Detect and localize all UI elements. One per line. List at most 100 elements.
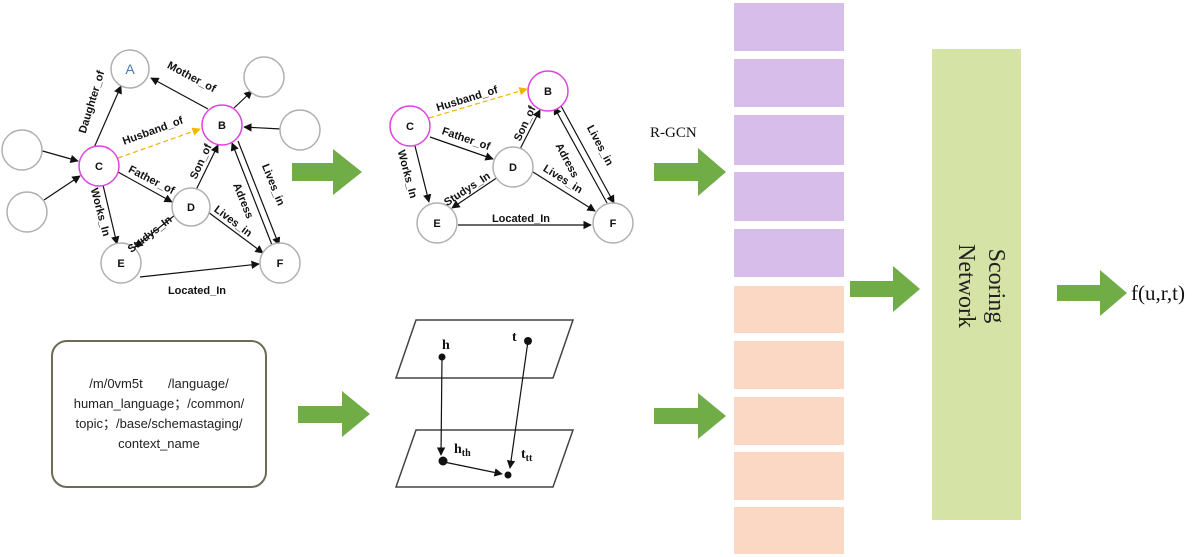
label-h-th: hth (454, 442, 471, 459)
context-embedding-block (734, 341, 844, 389)
g2-label-works-in: Works_In (395, 149, 419, 200)
node-f (259, 242, 301, 284)
g2-node-c (389, 105, 431, 147)
point-h-th (438, 456, 448, 466)
edge-unnamed-1-c (38, 149, 79, 163)
edge-located-in (139, 260, 260, 278)
context-line-1: /m/0vm5t /language/ (89, 376, 229, 391)
context-embedding-block (734, 397, 844, 445)
g2-node-b-label: B (544, 86, 552, 98)
green-arrow-3-icon (654, 393, 726, 439)
node-unnamed-left-2 (6, 191, 48, 233)
translation-projection-diagram: h t hth ttt (394, 319, 575, 488)
g2-label-son-of: Son_of (512, 104, 539, 143)
label-t-tt-sub: tt (526, 453, 533, 464)
label-daughter-of: Daughter_of (77, 69, 108, 135)
node-d-label: D (187, 202, 195, 214)
node-a-label: A (125, 61, 135, 77)
rgcn-label: R-GCN (650, 125, 697, 141)
g2-label-husband-of: Husband_of (435, 84, 500, 114)
scoring-network-label: Scoring Network (953, 244, 1009, 328)
node-b (201, 104, 243, 146)
edge-adress (230, 142, 273, 246)
g2-edge-father-of (429, 136, 494, 161)
g2-node-d-label: D (509, 162, 517, 174)
edge-daughter-of (92, 85, 122, 151)
label-t-tt: ttt (521, 447, 533, 464)
sampled-subgraph: B C D E F Husband_of Father_of Son_of Wo… (389, 70, 634, 244)
translation-arrow (443, 461, 503, 477)
relation-plane-bottom (394, 429, 575, 488)
g2-label-studys-in: Studys_In (442, 170, 493, 209)
structural-embedding-block (734, 3, 844, 51)
scoring-network-line2: Network (953, 244, 979, 328)
context-line-4: context_name (118, 436, 200, 451)
g2-node-e (416, 202, 458, 244)
g2-node-f-label: F (610, 218, 617, 230)
g2-label-located-in: Located_In (492, 213, 550, 225)
node-c-label: C (95, 161, 103, 173)
g2-edge-husband-of (428, 87, 528, 119)
g2-label-lives-in-b: Lives_in (584, 123, 615, 168)
g2-node-b (527, 70, 569, 112)
label-h-th-sub: th (462, 448, 471, 459)
entity-context-box: /m/0vm5t /language/ human_language；/comm… (51, 340, 267, 488)
g2-node-d (492, 146, 534, 188)
graph1-node-labels: A B C D E F (95, 61, 284, 270)
point-t-tt (504, 471, 512, 479)
green-arrow-rgcn-icon (654, 148, 726, 196)
g2-edge-studys-in (451, 176, 499, 209)
projection-line-t (506, 340, 529, 469)
edge-lives-in-d (207, 211, 264, 254)
node-unnamed-top-right (243, 56, 285, 98)
edge-unnamed-right-b (243, 123, 282, 132)
node-unnamed-right (279, 109, 321, 151)
label-t-tt-base: t (521, 447, 526, 462)
green-arrow-5-icon (1057, 270, 1127, 316)
entity-plane-top (394, 319, 575, 379)
g2-node-f (592, 202, 634, 244)
projection-line-h (436, 356, 446, 456)
node-d (171, 187, 211, 227)
context-line-3: topic；/base/schemastaging/ (75, 416, 243, 431)
label-works-in: Works_In (88, 187, 112, 238)
structural-embedding-block (734, 229, 844, 277)
edge-mother-of (150, 77, 209, 110)
edge-b-unnamed-top (233, 90, 253, 109)
edge-husband-of (117, 127, 201, 159)
g2-node-e-label: E (433, 218, 440, 230)
green-arrow-2-icon (298, 391, 370, 437)
scoring-network-line1: Scoring (983, 249, 1009, 324)
g2-edge-works-in (414, 145, 432, 203)
embedding-stack (734, 3, 844, 554)
g2-label-father-of: Father_of (440, 125, 492, 153)
node-e-label: E (117, 258, 124, 270)
structural-embedding-block (734, 59, 844, 107)
g2-edge-son-of (517, 109, 541, 154)
node-unnamed-left-1 (1, 129, 43, 171)
label-h-th-base: h (454, 442, 462, 457)
graph2-node-labels: B C D E F (406, 86, 617, 230)
label-studys-in: Studys_In (126, 214, 175, 256)
graph1-nodes (1, 49, 321, 284)
g2-edge-adress (553, 106, 608, 204)
graph2-edges (414, 87, 615, 230)
label-husband-of: Husband_of (121, 115, 185, 148)
node-a (110, 49, 150, 89)
label-h: h (442, 338, 450, 353)
graph2-nodes (389, 70, 634, 244)
node-f-label: F (277, 258, 284, 270)
label-lives-in-b: Lives_in (259, 162, 287, 208)
point-h (438, 353, 446, 361)
structural-embedding-block (734, 172, 844, 221)
point-t (524, 337, 532, 345)
g2-edge-lives-in-d (532, 171, 596, 212)
label-t: t (512, 330, 517, 345)
context-embedding-block (734, 452, 844, 500)
context-embedding-block (734, 286, 844, 333)
edge-unnamed-2-c (43, 175, 81, 201)
node-b-label: B (218, 120, 226, 132)
label-located-in: Located_In (168, 285, 226, 297)
full-knowledge-graph: A B C D E F Daughter_of Mother_of Husban… (1, 49, 321, 297)
